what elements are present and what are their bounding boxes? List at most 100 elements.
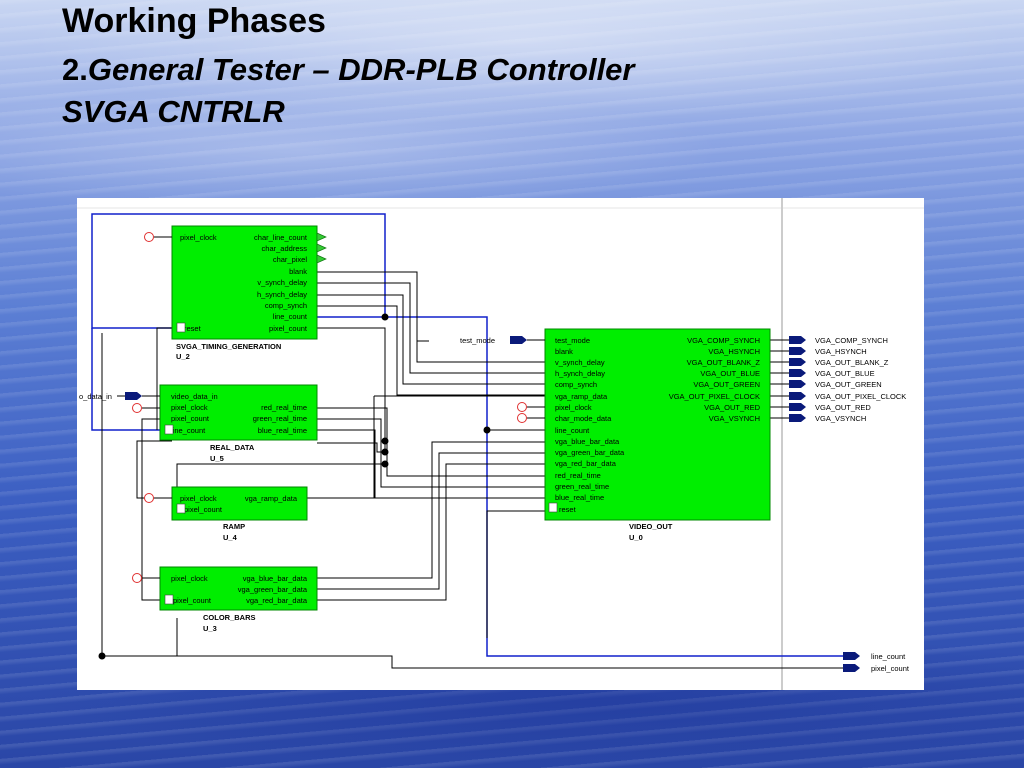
port-label: pixel_count: [171, 414, 210, 423]
block-body: [159, 384, 318, 441]
port-label: blue_real_time: [258, 426, 307, 435]
port-label: VGA_OUT_GREEN: [693, 380, 760, 389]
port-label: pixel_count: [173, 596, 212, 605]
port-label: vga_ramp_data: [245, 494, 298, 503]
block-instance: U_0: [629, 533, 643, 542]
external-port-label: VGA_OUT_GREEN: [815, 380, 882, 389]
wire-pixel-count: [317, 327, 386, 452]
external-outputs: VGA_COMP_SYNCH VGA_HSYNCH VGA_OUT_BLANK_…: [789, 336, 910, 673]
port-label: pixel_clock: [180, 494, 217, 503]
wire-h-synch: [317, 294, 545, 385]
block-body: [159, 566, 318, 611]
port-label: blank: [289, 267, 307, 276]
port-label: char_pixel: [273, 255, 308, 264]
reset-pin-icon: [548, 502, 558, 513]
port-label: blank: [555, 347, 573, 356]
port-label: vga_red_bar_data: [246, 596, 308, 605]
block-name: REAL_DATA: [210, 443, 255, 452]
port-label: blue_real_time: [555, 493, 604, 502]
block-body: [171, 486, 308, 521]
port-label: line_count: [273, 312, 308, 321]
port-label: red_real_time: [555, 471, 601, 480]
output-arrow-icon: [316, 243, 327, 253]
port-label: vga_blue_bar_data: [243, 574, 308, 583]
port-label: vga_red_bar_data: [555, 459, 617, 468]
port-label: comp_synch: [265, 301, 307, 310]
port-label: vga_blue_bar_data: [555, 437, 620, 446]
bus-wire-line-count-real: [91, 328, 172, 431]
output-port-icon: [789, 403, 806, 411]
port-label: pixel_clock: [171, 403, 208, 412]
clock-input-icon: [132, 403, 142, 413]
wire-v-synch: [317, 282, 545, 374]
output-port-icon: [789, 392, 806, 400]
external-port-label: VGA_HSYNCH: [815, 347, 867, 356]
wire-green-bar: [317, 452, 545, 590]
wire-blank: [317, 271, 545, 363]
slide-title: Working Phases: [62, 2, 326, 40]
port-label: pixel_clock: [180, 233, 217, 242]
external-port-label: VGA_OUT_RED: [815, 403, 871, 412]
port-label: vga_green_bar_data: [238, 585, 308, 594]
slide-section-title: SVGA CNTRLR: [62, 94, 285, 129]
port-label: VGA_COMP_SYNCH: [687, 336, 760, 345]
clock-input-icon: [144, 493, 154, 503]
block-name: COLOR_BARS: [203, 613, 256, 622]
output-port-icon: [789, 347, 806, 355]
reset-pin-icon: [164, 594, 174, 605]
input-port-icon: [125, 392, 142, 400]
external-port-label: VGA_VSYNCH: [815, 414, 866, 423]
block-ramp: pixel_clock pixel_count vga_ramp_data RA…: [144, 486, 308, 542]
schematic-diagram: pixel_clock reset char_line_count char_a…: [77, 198, 924, 690]
block-name: VIDEO_OUT: [629, 522, 673, 531]
wire-pixel-count-node: [317, 442, 385, 453]
port-label: line_count: [555, 426, 590, 435]
output-port-icon: [789, 336, 806, 344]
port-label: red_real_time: [261, 403, 307, 412]
port-label: VGA_OUT_BLANK_Z: [687, 358, 761, 367]
port-label: v_synch_delay: [555, 358, 605, 367]
bus-wire-pixel-count-top: [91, 213, 386, 329]
block-instance: U_2: [176, 352, 190, 361]
reset-pin-icon: [176, 322, 186, 333]
junction-dot: [381, 313, 389, 321]
port-label: pixel_count: [184, 505, 223, 514]
port-label: pixel_clock: [171, 574, 208, 583]
wire-blue-bar: [317, 441, 545, 579]
wire-green-rt: [317, 418, 545, 488]
port-label: vga_green_bar_data: [555, 448, 625, 457]
junction-dot: [381, 437, 389, 445]
junction-dot: [483, 426, 491, 434]
wire-reset-bus: [102, 618, 178, 657]
port-label: reset: [184, 324, 202, 333]
reset-pin-icon: [164, 424, 174, 435]
port-label: green_real_time: [555, 482, 609, 491]
wire-reset-vo: [486, 510, 545, 638]
block-video-out: test_mode test_mode blank v_synch_delay …: [460, 328, 771, 542]
external-port-label: VGA_OUT_BLUE: [815, 369, 875, 378]
port-label: h_synch_delay: [555, 369, 605, 378]
output-port-icon: [843, 652, 860, 660]
port-label: char_line_count: [254, 233, 308, 242]
port-label: char_address: [262, 244, 308, 253]
external-port-label: line_count: [871, 652, 906, 661]
reset-pin-icon: [176, 503, 186, 514]
external-port-label: pixel_count: [871, 664, 910, 673]
external-port-label: VGA_OUT_BLANK_Z: [815, 358, 889, 367]
output-port-icon: [789, 380, 806, 388]
subtitle-number: 2.: [62, 52, 88, 87]
output-port-icon: [789, 358, 806, 366]
port-label: char_mode_data: [555, 414, 612, 423]
slide-subtitle: 2.General Tester – DDR-PLB Controller: [62, 52, 635, 88]
clock-input-icon: [517, 402, 527, 412]
external-port-label: o_data_in: [79, 392, 112, 401]
clock-input-icon: [517, 413, 527, 423]
schematic-svg: pixel_clock reset char_line_count char_a…: [77, 198, 924, 690]
port-label: reset: [559, 505, 577, 514]
external-port-label: test_mode: [460, 336, 495, 345]
junction-dot: [381, 448, 389, 456]
wire-comp-synch: [317, 305, 545, 396]
output-port-icon: [789, 369, 806, 377]
block-real-data: o_data_in video_data_in pixel_clock pixe…: [79, 384, 318, 463]
external-port-label: VGA_OUT_PIXEL_CLOCK: [815, 392, 906, 401]
